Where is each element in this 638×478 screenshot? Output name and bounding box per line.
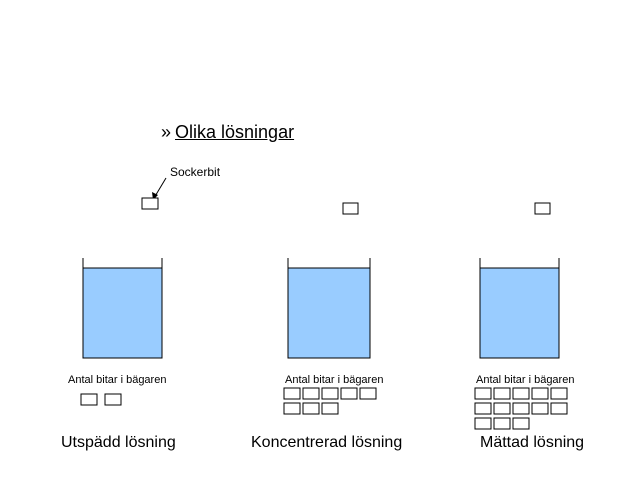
sugar-piece-counter — [474, 402, 492, 415]
sugar-piece-counter — [474, 387, 492, 400]
sugar-piece-counter — [80, 393, 98, 406]
beaker-water — [83, 268, 162, 358]
beaker-water — [480, 268, 559, 358]
beaker-outline — [287, 258, 371, 359]
sugar-piece-counter — [474, 417, 492, 430]
sugar-piece-counter — [493, 417, 511, 430]
sugar-piece-counter — [302, 402, 320, 415]
beaker-label-concentrated: Antal bitar i bägaren — [285, 374, 384, 386]
beaker-label-saturated: Antal bitar i bägaren — [476, 374, 575, 386]
sugar-piece-counter — [302, 387, 320, 400]
sugar-piece-counter — [493, 402, 511, 415]
sugar-cube-above — [141, 197, 159, 210]
solution-name-concentrated: Koncentrerad lösning — [251, 434, 403, 451]
sugar-piece-counter — [512, 387, 530, 400]
sugar-cube-callout-label: Sockerbit — [170, 165, 221, 179]
pieces-layer — [80, 387, 568, 430]
beaker-saturated — [479, 202, 560, 359]
sugar-piece-counter — [531, 402, 549, 415]
sugar-piece-counter — [104, 393, 122, 406]
beaker-dilute — [82, 197, 163, 359]
beaker-concentrated — [287, 202, 371, 359]
sugar-piece-counter — [493, 387, 511, 400]
bullet-mark: » — [161, 122, 172, 142]
sugar-piece-counter — [359, 387, 377, 400]
sugar-piece-counter — [550, 387, 568, 400]
slide-title: Olika lösningar — [175, 122, 295, 142]
sugar-piece-counter — [283, 387, 301, 400]
sugar-piece-counter — [321, 402, 339, 415]
solution-name-dilute: Utspädd lösning — [61, 434, 176, 451]
sugar-piece-counter — [550, 402, 568, 415]
sugar-piece-counter — [340, 387, 358, 400]
sugar-cube-above — [342, 202, 359, 215]
solution-name-saturated: Mättad lösning — [480, 434, 585, 451]
beaker-label-dilute: Antal bitar i bägaren — [68, 374, 167, 386]
sugar-piece-counter — [512, 417, 530, 430]
beaker-outline — [82, 258, 163, 359]
beaker-outline — [479, 258, 560, 359]
sugar-piece-counter — [321, 387, 339, 400]
slide-heading: »Olika lösningar — [161, 121, 294, 143]
callout-arrow — [152, 177, 167, 200]
sugar-piece-counter — [512, 402, 530, 415]
beaker-water — [288, 268, 370, 358]
sugar-piece-counter — [283, 402, 301, 415]
sugar-cube-above — [534, 202, 551, 215]
sugar-piece-counter — [531, 387, 549, 400]
